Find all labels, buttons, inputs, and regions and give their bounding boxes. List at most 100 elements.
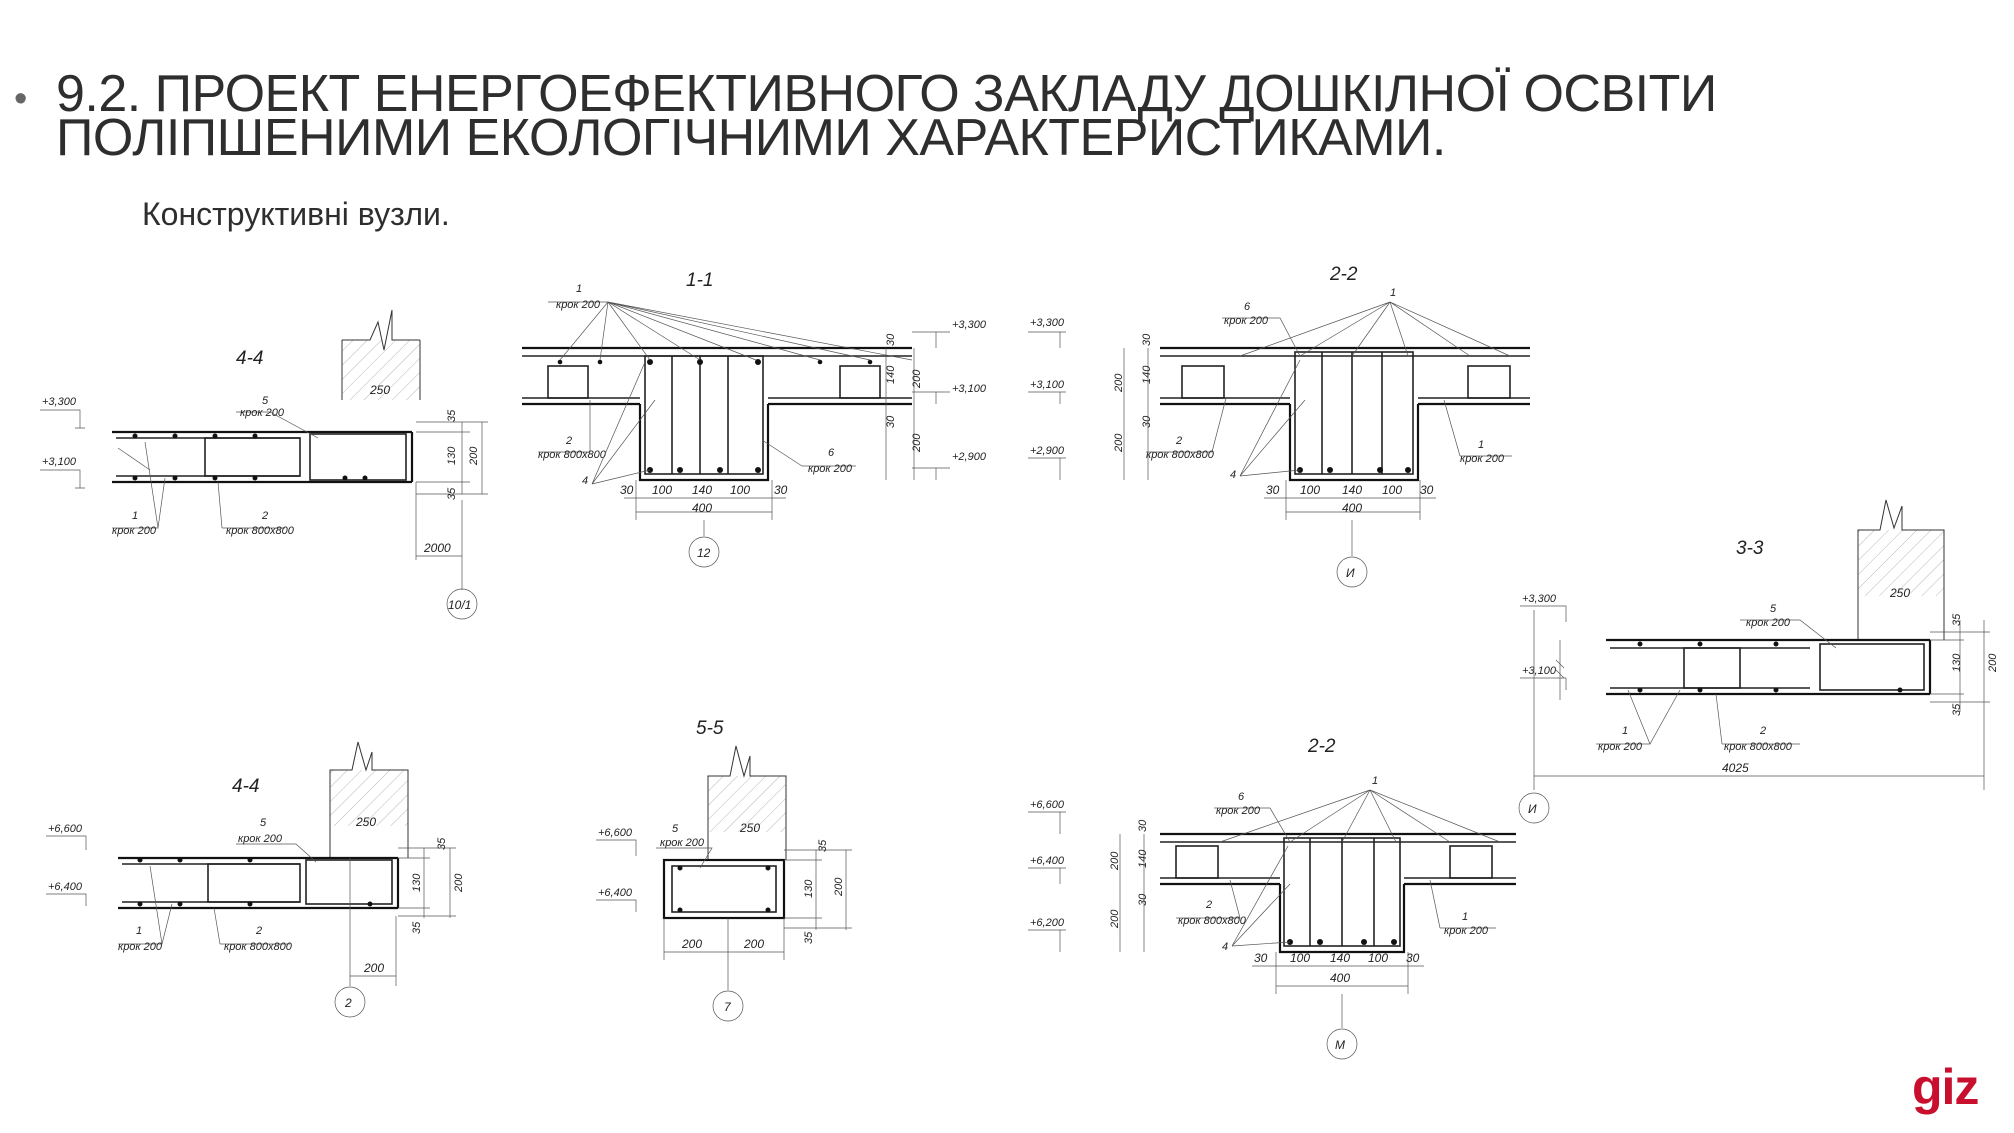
level-marks [1028, 331, 1066, 480]
dim-h400: 400 [1342, 501, 1362, 515]
level-bottom: +6,400 [598, 887, 633, 899]
leader-5 [236, 411, 319, 439]
leader-2 [1146, 397, 1227, 453]
detail-title: 4-4 [236, 348, 263, 369]
axis-label: М [1335, 1038, 1345, 1052]
giz-logo: giz [1912, 1059, 1979, 1115]
dim-h100a: 100 [1300, 483, 1320, 497]
level-mark-top [40, 409, 85, 429]
slab-cell-left [547, 365, 589, 399]
dim-2000: 2000 [423, 541, 451, 555]
wall-outline [329, 741, 409, 858]
level-marks [596, 839, 637, 912]
dim-200: 200 [453, 873, 465, 893]
label-6: 6 [1244, 301, 1251, 313]
vertical-dims [398, 847, 456, 918]
level-bottom: +6,400 [48, 881, 83, 893]
dim-130: 130 [411, 873, 423, 892]
dim-h30a: 30 [1254, 951, 1268, 965]
dim-v30b: 30 [1141, 415, 1153, 428]
dim-v30b: 30 [885, 415, 897, 428]
dim-35a: 35 [817, 839, 829, 852]
label-2: 2 [565, 435, 572, 447]
label-2: 2 [1175, 435, 1182, 447]
label-5: 5 [672, 823, 679, 835]
label-5: 5 [260, 817, 267, 829]
dim-35a: 35 [446, 409, 458, 422]
leader-1 [1239, 301, 1511, 357]
leader-1b [1429, 879, 1496, 929]
dim-130: 130 [803, 879, 815, 898]
leader-1 [1219, 789, 1501, 843]
level-top: +3,300 [42, 396, 77, 408]
leader-1 [118, 865, 173, 945]
axis-bubble [1336, 556, 1368, 588]
dim-200: 200 [468, 446, 480, 466]
dim-130: 130 [1951, 653, 1963, 672]
axis-bubble [688, 536, 720, 568]
dim-2000-lines [415, 482, 463, 590]
label-2-step: крок 800х800 [1178, 915, 1247, 927]
slab-rebar [1160, 355, 1530, 399]
dim-h30a: 30 [620, 483, 634, 497]
dim-h100b: 100 [1382, 483, 1402, 497]
label-1-step: крок 200 [112, 525, 157, 537]
label-6-step: крок 200 [1216, 805, 1261, 817]
leader-2 [217, 481, 285, 529]
slab-rebar [1160, 841, 1516, 879]
mesh-cell [204, 437, 301, 477]
label-4: 4 [1222, 941, 1228, 953]
mesh-cell [1683, 647, 1741, 689]
level-mark-bottom [40, 469, 85, 489]
leader-1 [112, 441, 166, 529]
level-2: +3,100 [1030, 379, 1065, 391]
wall-outline [707, 745, 787, 860]
slab-cell-right [1467, 365, 1511, 399]
level-2: +6,400 [1030, 855, 1065, 867]
dim-v30a: 30 [1141, 333, 1153, 346]
detail-title: 2-2 [1329, 264, 1358, 285]
stirrup-5 [309, 433, 407, 481]
wall-outline [341, 309, 421, 400]
beam-stirrups-inner [1321, 352, 1383, 474]
label-6: 6 [828, 447, 835, 459]
beam-stirrups-inner [671, 356, 729, 474]
leader-1b [1443, 399, 1512, 457]
dim-200: 200 [1987, 653, 1999, 673]
stirrup-5 [305, 859, 393, 905]
dim-lines-v [1119, 834, 1145, 952]
dim-h400: 400 [1330, 971, 1350, 985]
dim-35a: 35 [436, 837, 448, 850]
label-1-step: крок 200 [118, 941, 163, 953]
slide-title: 9.2. ПРОЕКТ ЕНЕРГОЕФЕКТИВНОГО ЗАКЛАДУ ДО… [56, 65, 1717, 167]
level-top: +3,300 [1522, 593, 1557, 605]
wall-hatch [1858, 530, 1944, 596]
label-1b: 1 [1462, 911, 1468, 923]
dim-v30b: 30 [1137, 893, 1149, 906]
leader-1 [1596, 689, 1681, 745]
beam-stirrups-inner [1309, 838, 1375, 946]
mesh-cell [207, 863, 301, 903]
slab-outline [112, 430, 414, 484]
level-marks [912, 331, 950, 480]
leader-1 [548, 301, 913, 361]
dim-v140: 140 [885, 365, 897, 384]
dim-h30b: 30 [1420, 483, 1434, 497]
label-1-step: крок 200 [1598, 741, 1643, 753]
detail-title: 5-5 [696, 718, 724, 739]
stirrup-5 [1819, 643, 1925, 691]
dim-h30a: 30 [1266, 483, 1280, 497]
detail-2-2-top: 2-2 1 6 крок 200 2 крок 800х800 1 крок 2… [1028, 264, 1530, 588]
dim-130: 130 [446, 446, 458, 465]
label-1: 1 [1372, 775, 1378, 787]
level-top: +6,600 [598, 827, 633, 839]
level-bottom: +3,100 [1522, 665, 1557, 677]
dim-v140: 140 [1137, 849, 1149, 868]
label-1: 1 [136, 925, 142, 937]
dim-h200b: 200 [743, 937, 764, 951]
level-3: +2,900 [952, 451, 987, 463]
label-1b-step: крок 200 [1460, 453, 1505, 465]
stirrup-5 [671, 865, 777, 913]
axis-label: 2 [344, 996, 352, 1010]
